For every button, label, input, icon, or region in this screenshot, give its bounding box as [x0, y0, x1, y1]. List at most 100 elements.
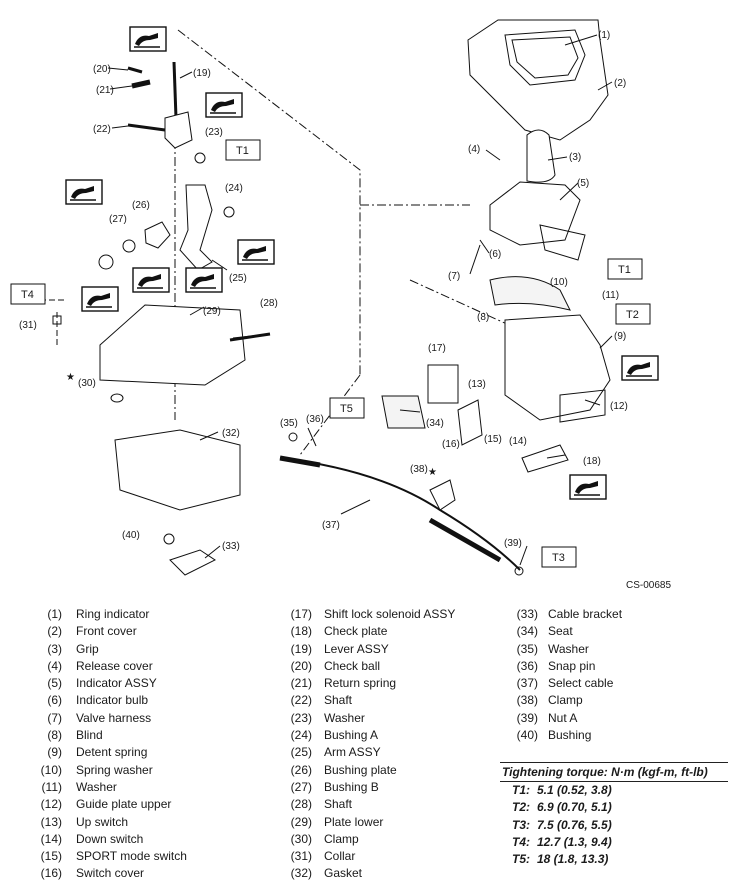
legend-item: (18)Check plate	[290, 624, 388, 639]
torque-tag: T5	[340, 403, 353, 415]
legend-item: (37)Select cable	[516, 676, 614, 691]
legend-item: (20)Check ball	[290, 658, 381, 673]
legend-item: (30)Clamp	[290, 831, 359, 846]
legend-item: (3)Grip	[47, 641, 99, 656]
torque-table: Tightening torque: N·m (kgf-m, ft-lb) T1…	[500, 762, 728, 868]
legend-item: (22)Shaft	[290, 693, 353, 708]
torque-tag: T2	[626, 309, 639, 321]
legend-item: (33)Cable bracket	[516, 607, 623, 621]
legend-item: (36)Snap pin	[516, 658, 596, 673]
legend-item: (8)Blind	[47, 728, 103, 743]
callout: (10)	[550, 277, 568, 288]
callout: (38)	[410, 464, 428, 475]
callout: (30)	[78, 378, 96, 389]
callout: (21)	[96, 85, 114, 96]
callout: (7)	[448, 271, 460, 282]
legend-item: (4)Release cover	[47, 658, 153, 673]
callout: (13)	[468, 379, 486, 390]
legend-item: (12)Guide plate upper	[40, 797, 172, 812]
star-icon: ★	[66, 372, 75, 383]
legend-item: (9)Detent spring	[47, 745, 148, 760]
legend-item: (39)Nut A	[516, 710, 578, 725]
callout: (2)	[614, 78, 626, 89]
callout: (6)	[489, 249, 501, 260]
legend-item: (11)Washer	[41, 779, 117, 794]
grease-icon	[129, 26, 167, 52]
callout: (23)	[205, 127, 223, 138]
torque-row: T4:12.7 (1.3, 9.4)	[512, 834, 612, 849]
figure-code: CS-00685	[626, 580, 672, 591]
legend-item: (13)Up switch	[40, 814, 129, 829]
callout: (26)	[132, 200, 150, 211]
torque-row: T1:5.1 (0.52, 3.8)	[512, 783, 612, 797]
legend-item: (19)Lever ASSY	[290, 641, 389, 656]
torque-row: T3:7.5 (0.76, 5.5)	[512, 817, 612, 832]
callout: (16)	[442, 439, 460, 450]
callout: (28)	[260, 298, 278, 309]
callout: (34)	[426, 418, 444, 429]
grease-icon	[65, 179, 103, 205]
callout: (15)	[484, 434, 502, 445]
legend-item: (25)Arm ASSY	[290, 745, 381, 760]
legend-item: (16)Switch cover	[40, 866, 145, 881]
legend-column: (33)Cable bracket (34)Seat (35)Washer (3…	[508, 606, 622, 744]
legend-item: (40)Bushing	[516, 728, 592, 743]
callout: (32)	[222, 428, 240, 439]
callout: (36)	[306, 414, 324, 425]
callout: (35)	[280, 418, 298, 429]
callout: (9)	[614, 331, 626, 342]
torque-tag: T3	[552, 552, 565, 564]
callout: (31)	[19, 320, 37, 331]
callout: (8)	[477, 312, 489, 323]
legend-item: (10)Spring washer	[40, 762, 153, 777]
callout: (24)	[225, 183, 243, 194]
legend-item: (17)Shift lock solenoid ASSY	[290, 607, 456, 621]
legend-item: (27)Bushing B	[290, 779, 379, 794]
legend-item: (32)Gasket	[290, 866, 363, 881]
grease-icon	[621, 355, 659, 381]
callout: (12)	[610, 401, 628, 412]
legend-column: (17)Shift lock solenoid ASSY (18)Check p…	[272, 606, 456, 883]
callout: (33)	[222, 541, 240, 552]
grease-icon	[569, 474, 607, 500]
legend-item: (15)SPORT mode switch	[40, 849, 187, 864]
legend-item: (2)Front cover	[47, 624, 137, 639]
grease-icon	[132, 267, 170, 293]
callout: (39)	[504, 538, 522, 549]
callout: (22)	[93, 124, 111, 135]
torque-tag: T4	[21, 289, 34, 301]
legend-item: (31)Collar	[290, 849, 356, 864]
grease-icon	[237, 239, 275, 265]
legend-item: (6)Indicator bulb	[47, 693, 149, 708]
legend-item: (14)Down switch	[40, 831, 144, 846]
callout: (25)	[229, 273, 247, 284]
callout: (19)	[193, 68, 211, 79]
callout: (4)	[468, 144, 480, 155]
grease-icon	[185, 267, 223, 293]
callout: (17)	[428, 343, 446, 354]
legend-item: (26)Bushing plate	[290, 762, 397, 777]
legend-item: (23)Washer	[290, 710, 365, 725]
legend-item: (35)Washer	[516, 641, 589, 656]
callout: (27)	[109, 214, 127, 225]
torque-row: T5:18 (1.8, 13.3)	[512, 852, 609, 867]
callout: (14)	[509, 436, 527, 447]
legend-item: (7)Valve harness	[47, 710, 152, 725]
callout: (5)	[577, 178, 589, 189]
legend-item: (5)Indicator ASSY	[47, 676, 157, 691]
callout: (1)	[598, 30, 610, 41]
legend-item: (34)Seat	[516, 624, 573, 639]
callout: (3)	[569, 152, 581, 163]
exploded-parts-diagram: ★ ★ (1) (2) (3) (4) (5) (6) (7) (8) (9) …	[10, 19, 659, 576]
callout: (18)	[583, 456, 601, 467]
legend-column: (1)Ring indicator (2)Front cover (3)Grip…	[0, 606, 187, 883]
grease-icon	[205, 92, 243, 118]
callout: (20)	[93, 64, 111, 75]
callout: (37)	[322, 520, 340, 531]
star-icon: ★	[428, 467, 437, 478]
torque-tag: T1	[618, 264, 631, 276]
torque-table-title: Tightening torque: N·m (kgf-m, ft-lb)	[500, 762, 728, 782]
torque-row: T2:6.9 (0.70, 5.1)	[512, 800, 612, 815]
legend-item: (28)Shaft	[290, 797, 353, 812]
callout: (11)	[602, 290, 619, 301]
